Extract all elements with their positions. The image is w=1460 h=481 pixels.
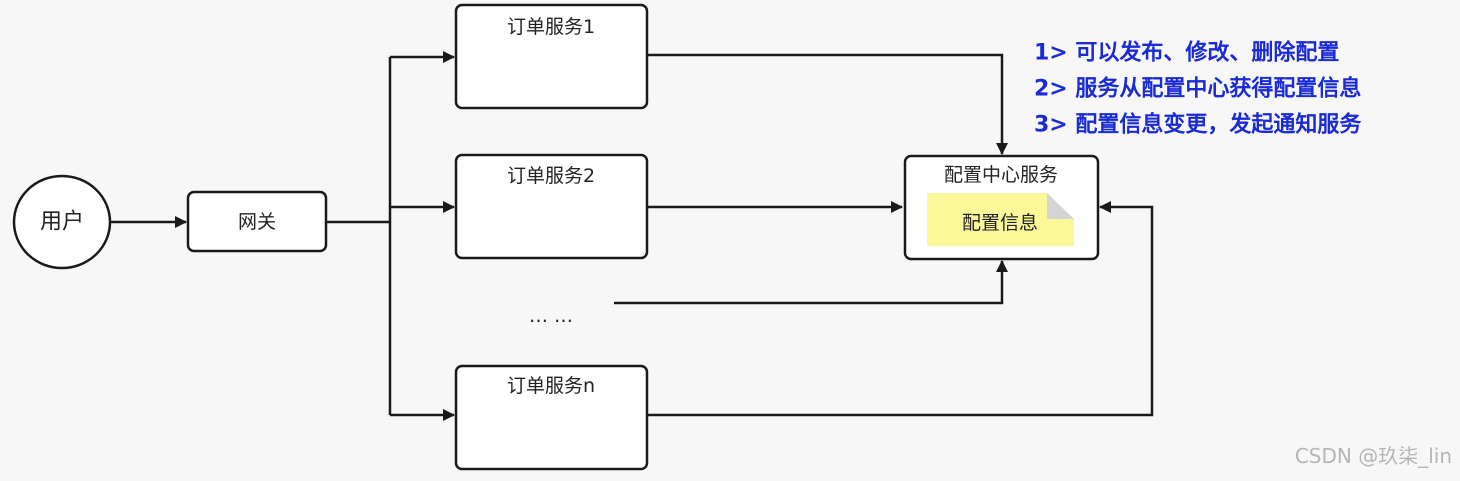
note-line-3: 3> 配置信息变更，发起通知服务	[1034, 112, 1362, 138]
node-order-service-2-label: 订单服务2	[507, 165, 595, 187]
edge-ellipsis-to-config	[614, 260, 1008, 305]
node-order-service-n-label: 订单服务n	[507, 375, 595, 397]
node-order-service-n	[454, 364, 649, 471]
sticky-note-config-info	[927, 193, 1074, 246]
node-user	[12, 174, 112, 270]
sticky-note-label: 配置信息	[962, 212, 1038, 234]
node-user-label: 用户	[40, 210, 84, 235]
node-ellipsis: … …	[529, 305, 573, 327]
node-order-service-2	[454, 153, 649, 260]
sticky-note-fold	[1047, 193, 1074, 219]
node-config-center-label: 配置中心服务	[944, 164, 1058, 186]
edge-order1-to-config	[647, 53, 1008, 155]
node-gateway-label: 网关	[238, 211, 276, 233]
node-gateway	[186, 190, 328, 253]
note-line-1: 1> 可以发布、修改、删除配置	[1034, 40, 1339, 66]
node-order-service-1-label: 订单服务1	[507, 16, 595, 38]
watermark: CSDN @玖柒_lin	[1295, 444, 1452, 468]
node-order-service-1	[454, 3, 649, 110]
edge-orderN-to-config	[647, 201, 1154, 417]
note-line-2: 2> 服务从配置中心获得配置信息	[1034, 76, 1361, 102]
